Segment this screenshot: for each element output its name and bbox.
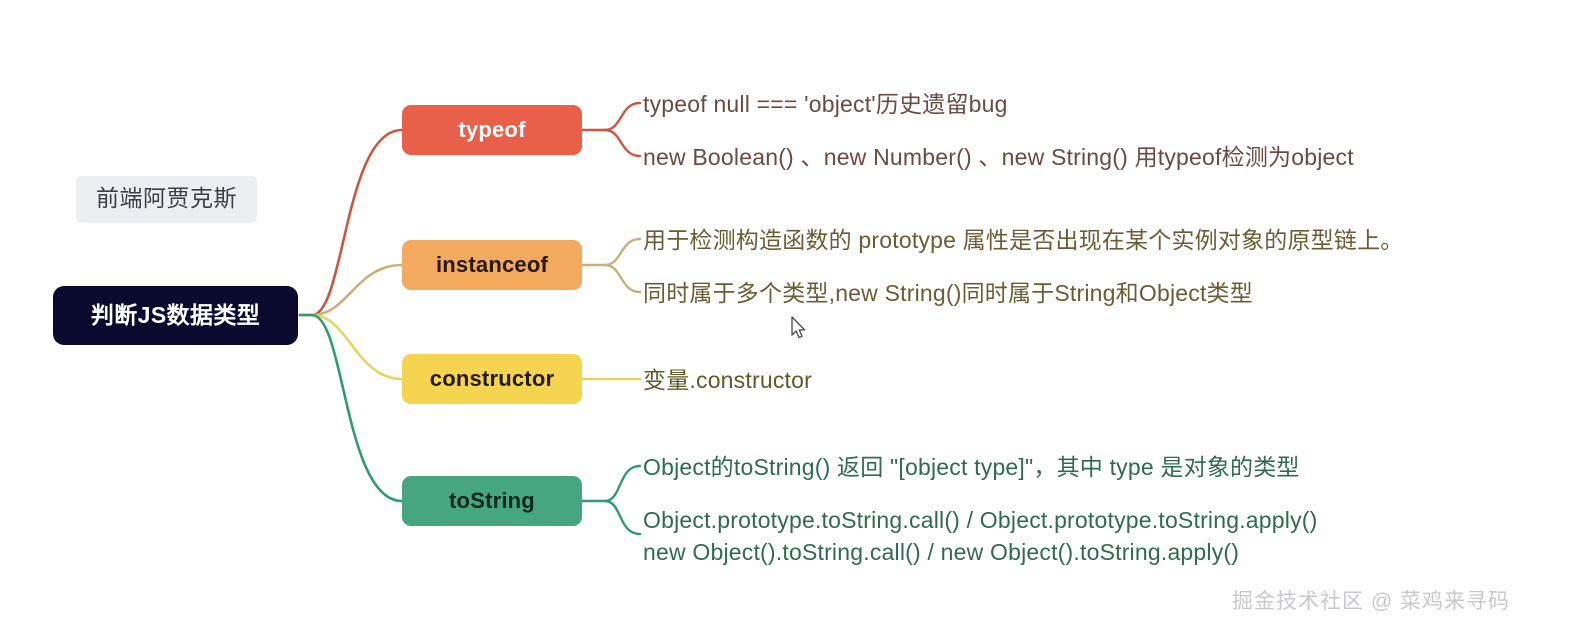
connector-root-constructor [298,313,404,381]
connector-tostring-leaf-2 [603,499,642,536]
connector-root-instanceof [298,263,404,317]
mouse-cursor-icon [791,316,806,339]
branch-node-instanceof-label: instanceof [435,252,549,277]
leaf-typeof-2[interactable]: new Boolean() 、new Number() 、new String(… [643,144,1354,170]
branch-node-tostring[interactable]: toString [402,476,582,526]
branch-node-instanceof[interactable]: instanceof [402,240,582,290]
leaf-tostring-1[interactable]: Object的toString() 返回 "[object type]"，其中 … [643,454,1300,480]
branch-node-constructor-label: constructor [429,366,555,391]
root-node[interactable]: 判断JS数据类型 [53,286,298,345]
author-badge-label: 前端阿贾克斯 [96,185,237,211]
branch-node-tostring-label: toString [449,488,535,513]
leaf-constructor-1[interactable]: 变量.constructor [643,367,812,393]
root-node-label: 判断JS数据类型 [90,302,261,328]
author-badge: 前端阿贾克斯 [76,176,257,223]
watermark: 掘金技术社区 @ 菜鸡来寻码 [1232,590,1510,613]
leaf-typeof-1[interactable]: typeof null === 'object'历史遗留bug [643,91,1008,117]
branch-node-constructor[interactable]: constructor [402,354,582,404]
leaf-instanceof-2[interactable]: 同时属于多个类型,new String()同时属于String和Object类型 [643,280,1253,306]
branch-node-typeof-label: typeof [458,117,526,142]
branch-node-typeof[interactable]: typeof [402,105,582,155]
connector-instanceof-leaf-1 [603,237,642,267]
connector-root-tostring [298,313,404,503]
connector-typeof-leaf-1 [603,101,642,132]
leaf-instanceof-1[interactable]: 用于检测构造函数的 prototype 属性是否出现在某个实例对象的原型链上。 [643,227,1404,253]
connector-instanceof-leaf-2 [603,263,642,294]
leaf-tostring-2[interactable]: Object.prototype.toString.call() / Objec… [643,507,1318,565]
connector-root-typeof [298,128,404,317]
connector-tostring-leaf-1 [603,464,642,503]
connector-typeof-leaf-2 [603,128,642,158]
